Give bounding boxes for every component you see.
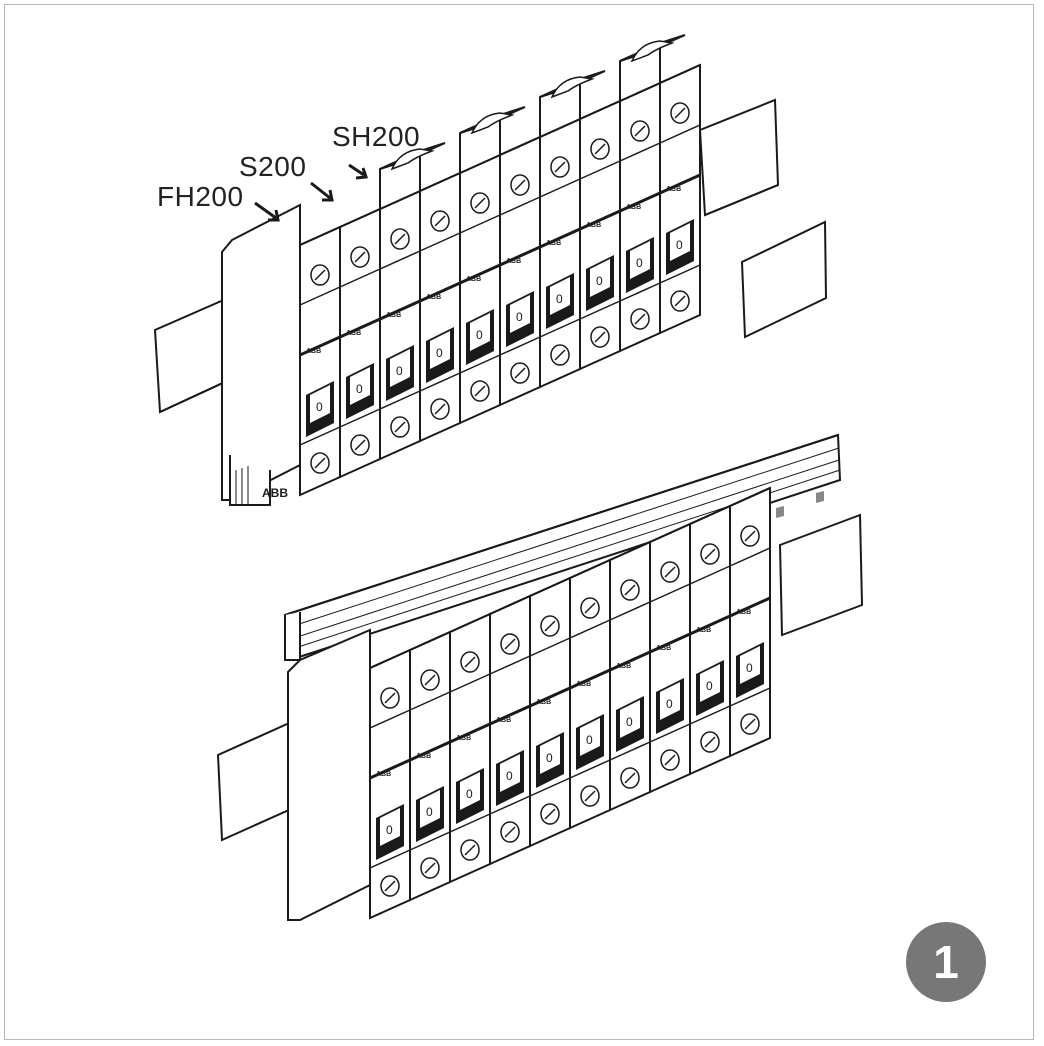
s200-label: S200 (239, 151, 307, 182)
step-number-badge: 1 (906, 922, 986, 1002)
fh200-label: FH200 (157, 181, 244, 212)
svg-text:ABB: ABB (262, 486, 288, 500)
figure-frame (4, 4, 1034, 1040)
sh200-label: SH200 (332, 121, 421, 152)
top-assembly: ABB (153, 34, 828, 506)
bottom-assembly (216, 486, 864, 921)
